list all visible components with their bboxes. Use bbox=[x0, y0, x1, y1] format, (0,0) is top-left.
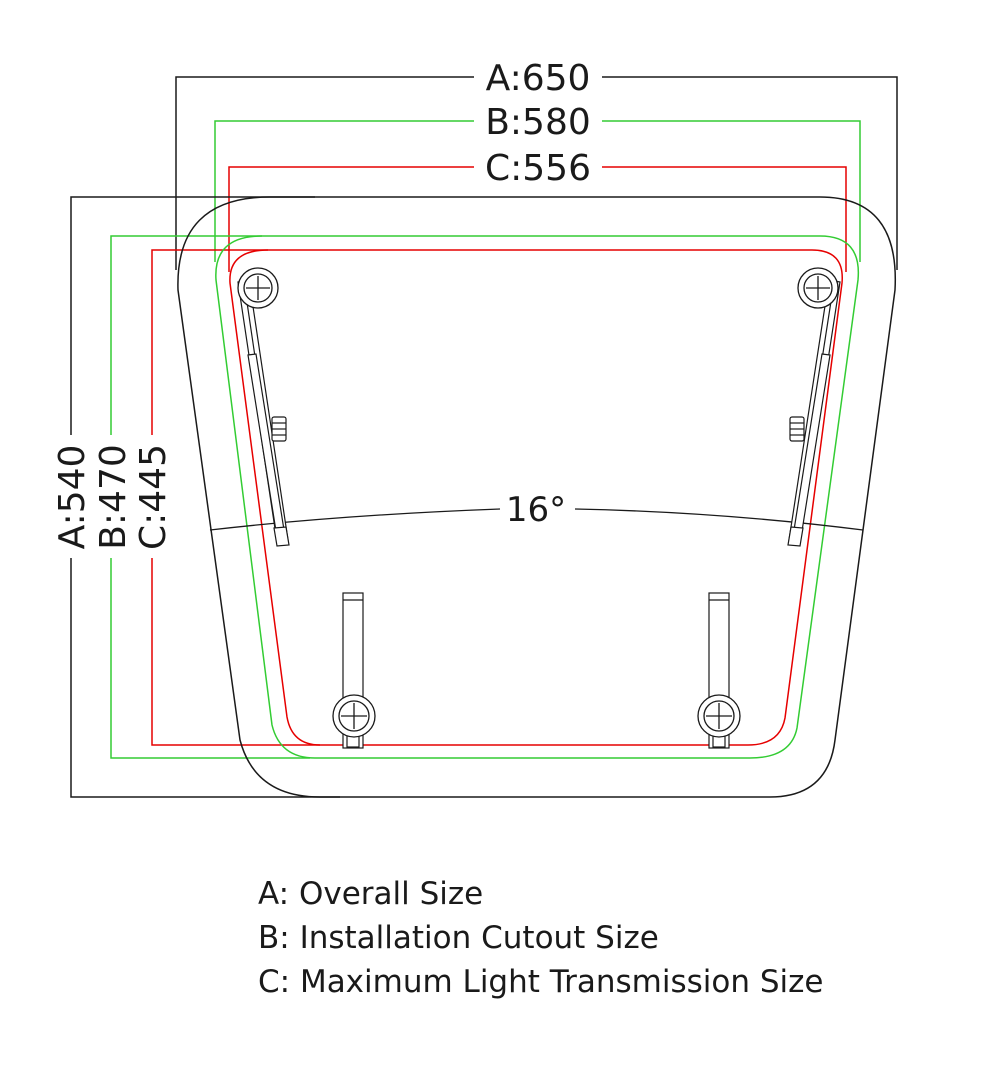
angle-label: 16° bbox=[506, 490, 566, 530]
height-dimension-b bbox=[110, 235, 310, 759]
legend-item-a: A: Overall Size bbox=[258, 876, 484, 912]
legend-item-b: B: Installation Cutout Size bbox=[258, 920, 659, 956]
height-dimension-a bbox=[70, 196, 340, 798]
width-dimension-c bbox=[228, 166, 847, 272]
width-label-c: C:556 bbox=[485, 148, 591, 189]
screw-bottom-left-icon bbox=[332, 694, 376, 738]
width-dimension-a bbox=[175, 76, 898, 270]
width-label-b: B:580 bbox=[485, 102, 591, 143]
hatch-outer-outline bbox=[177, 196, 897, 798]
height-label-b: B:470 bbox=[93, 444, 134, 550]
height-label-c: C:445 bbox=[133, 444, 174, 550]
height-label-a: A:540 bbox=[52, 445, 93, 550]
width-label-a: A:650 bbox=[486, 58, 591, 99]
light-transmission-outline bbox=[229, 249, 843, 746]
screw-top-left-icon bbox=[237, 267, 279, 309]
left-gas-strut bbox=[237, 279, 290, 547]
angle-arc bbox=[209, 508, 864, 531]
screw-top-right-icon bbox=[797, 267, 839, 309]
right-gas-strut bbox=[787, 279, 841, 547]
width-dimension-b bbox=[214, 120, 861, 262]
legend: A: Overall Size B: Installation Cutout S… bbox=[258, 872, 824, 1004]
installation-cutout-outline bbox=[215, 235, 860, 759]
legend-item-c: C: Maximum Light Transmission Size bbox=[258, 964, 824, 1000]
screw-bottom-right-icon bbox=[697, 694, 741, 738]
height-dimension-c bbox=[151, 249, 320, 746]
